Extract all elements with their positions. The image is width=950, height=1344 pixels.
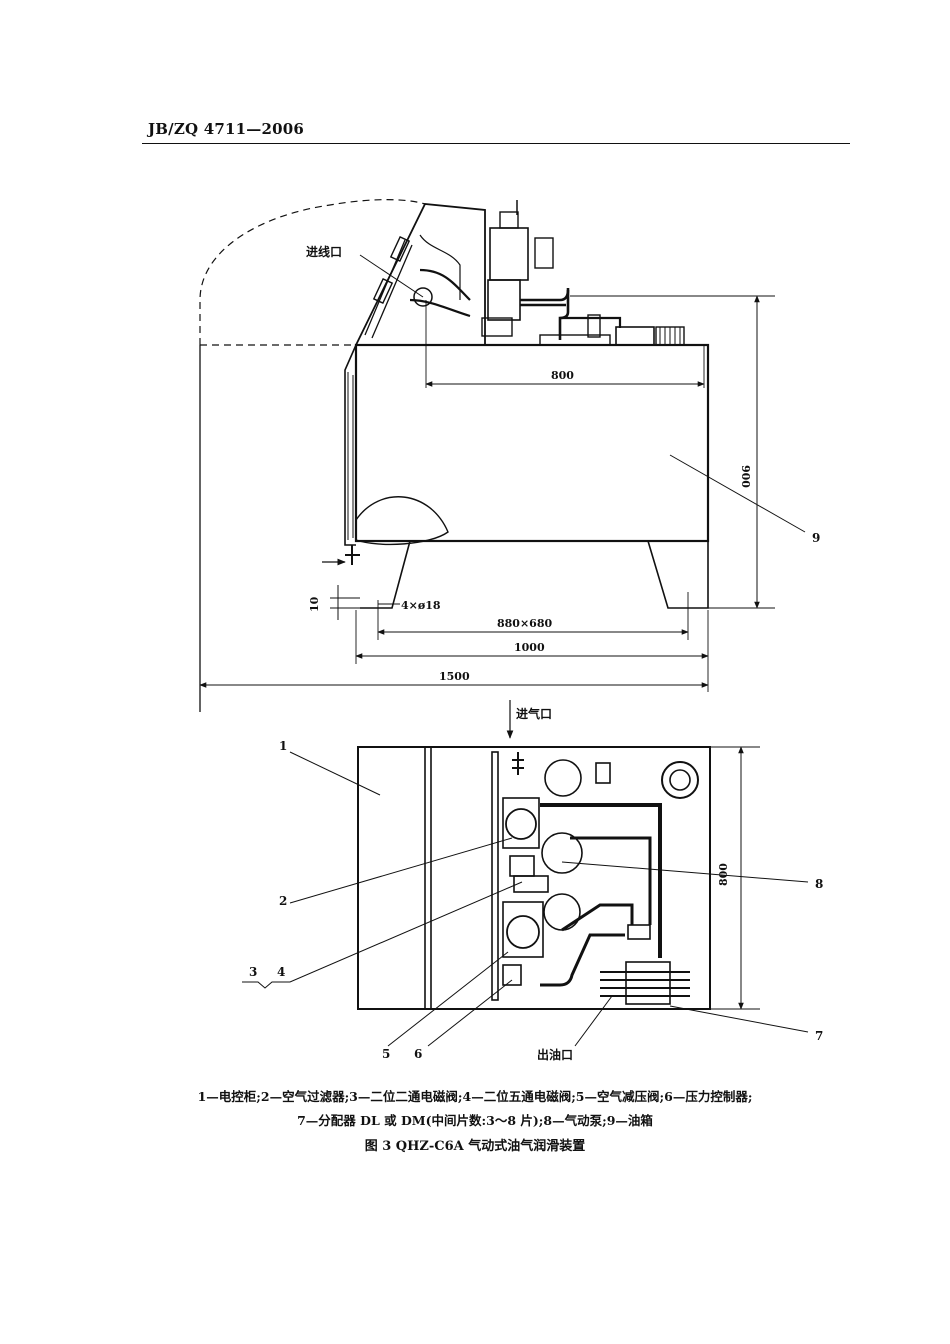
pump-base (539, 334, 611, 346)
legend-line-2: 7—分配器 DL 或 DM(中间片数:3～8 片);8—气动泵;9—油箱 (297, 1113, 653, 1128)
air-filter-body (489, 227, 529, 281)
leader-1 (289, 751, 381, 796)
standard-code: JB/ZQ 4711—2006 (148, 120, 304, 138)
pipe-top-mid (570, 836, 652, 925)
leader-5 (387, 951, 509, 1047)
filter-bowl-top (505, 808, 537, 840)
cabinet-inner-step (419, 234, 461, 300)
leader-6 (427, 979, 513, 1047)
dim-880x680: 880×680 (497, 617, 552, 630)
label-oil-outlet: 出油口 (537, 1047, 573, 1062)
reducer-bowl-top (506, 915, 540, 949)
cabinet-front-strip (347, 372, 354, 540)
leader-outlet (574, 995, 613, 1047)
leader-cable-inlet (359, 254, 424, 298)
air-filter-cap (499, 211, 519, 229)
pipe-top-return (540, 933, 625, 987)
label-part4: 4 (277, 965, 285, 979)
label-part5: 5 (382, 1047, 390, 1061)
motor-top (661, 761, 699, 799)
slanted-cabinet-cover (355, 203, 486, 346)
oil-tank-body (354, 343, 710, 543)
top-view (242, 746, 809, 1047)
dim-10: 10 (308, 596, 321, 612)
cable-inlet-hole (413, 287, 433, 307)
oil-pipe (409, 268, 471, 318)
right-leg (647, 540, 709, 609)
left-leg (360, 540, 411, 609)
dim-800-top: 800 (717, 863, 730, 886)
cabinet-cover-inner (364, 239, 413, 339)
label-part2: 2 (279, 894, 287, 908)
label-part9: 9 (812, 531, 820, 545)
sump-bowl (355, 496, 449, 546)
label-part7: 7 (815, 1029, 823, 1043)
header-rule (142, 143, 850, 144)
dim-900: 900 (739, 465, 752, 488)
pump-valve (587, 314, 601, 338)
top-frame (357, 746, 711, 1010)
pressure-reducer-top (502, 901, 544, 958)
solenoid-valve-3 (509, 855, 535, 877)
dim-1500: 1500 (439, 670, 470, 683)
mounting-plate (491, 751, 499, 1001)
distributor-outlets (600, 971, 690, 997)
air-pump-top (541, 832, 583, 874)
air-pipe-2 (558, 290, 570, 340)
valve-block-lower (481, 317, 513, 337)
label-cable-inlet: 进线口 (306, 244, 342, 259)
motor-top-inner (669, 769, 691, 791)
label-part3: 3 (249, 965, 257, 979)
leader-2 (289, 837, 513, 904)
door-swing-envelope (199, 199, 426, 345)
distributor-block (625, 961, 671, 1005)
inlet-fitting (512, 752, 524, 775)
label-part6: 6 (414, 1047, 422, 1061)
air-pipe-1 (520, 288, 570, 307)
leader-8 (561, 861, 809, 883)
lubricator-cup (534, 237, 554, 269)
valve-block (487, 279, 521, 321)
pressure-controller-top (502, 964, 522, 986)
filter-top (502, 797, 540, 849)
lubrication-unit-drawing: 进线口 800 900 9 10 4×ø18 880×680 1000 1500… (199, 199, 823, 1062)
drain-valve (345, 545, 360, 565)
dim-1000: 1000 (514, 641, 545, 654)
cabinet-door-latch (372, 277, 394, 305)
control-cabinet-panel (344, 344, 357, 546)
motor-fins (659, 327, 681, 345)
pressure-switch-top (595, 762, 611, 784)
cabinet-door-hinge (389, 235, 411, 263)
leader-3-4 (242, 881, 523, 989)
figure-title: 图 3 QHZ-C6A 气动式油气润滑装置 (364, 1139, 586, 1154)
dim-holes: 4×ø18 (401, 599, 441, 612)
pressure-switch-box (615, 326, 655, 346)
label-part8: 8 (815, 877, 823, 891)
leader-part9 (669, 454, 806, 533)
label-air-inlet: 进气口 (516, 706, 552, 721)
solenoid-valve-4 (513, 875, 549, 893)
leader-7 (669, 1005, 809, 1033)
pipe-top-lower (561, 903, 634, 932)
pressure-gauge (544, 759, 582, 797)
pipe-top-main (540, 803, 662, 958)
air-pump-top-2 (543, 893, 581, 931)
side-view (199, 199, 806, 739)
dim-800-side: 800 (551, 369, 574, 382)
label-part1: 1 (279, 739, 287, 753)
junction-box (627, 924, 651, 940)
pump-pipe (560, 316, 622, 328)
legend-line-1: 1—电控柜;2—空气过滤器;3—二位二通电磁阀;4—二位五通电磁阀;5—空气减压… (197, 1089, 753, 1104)
